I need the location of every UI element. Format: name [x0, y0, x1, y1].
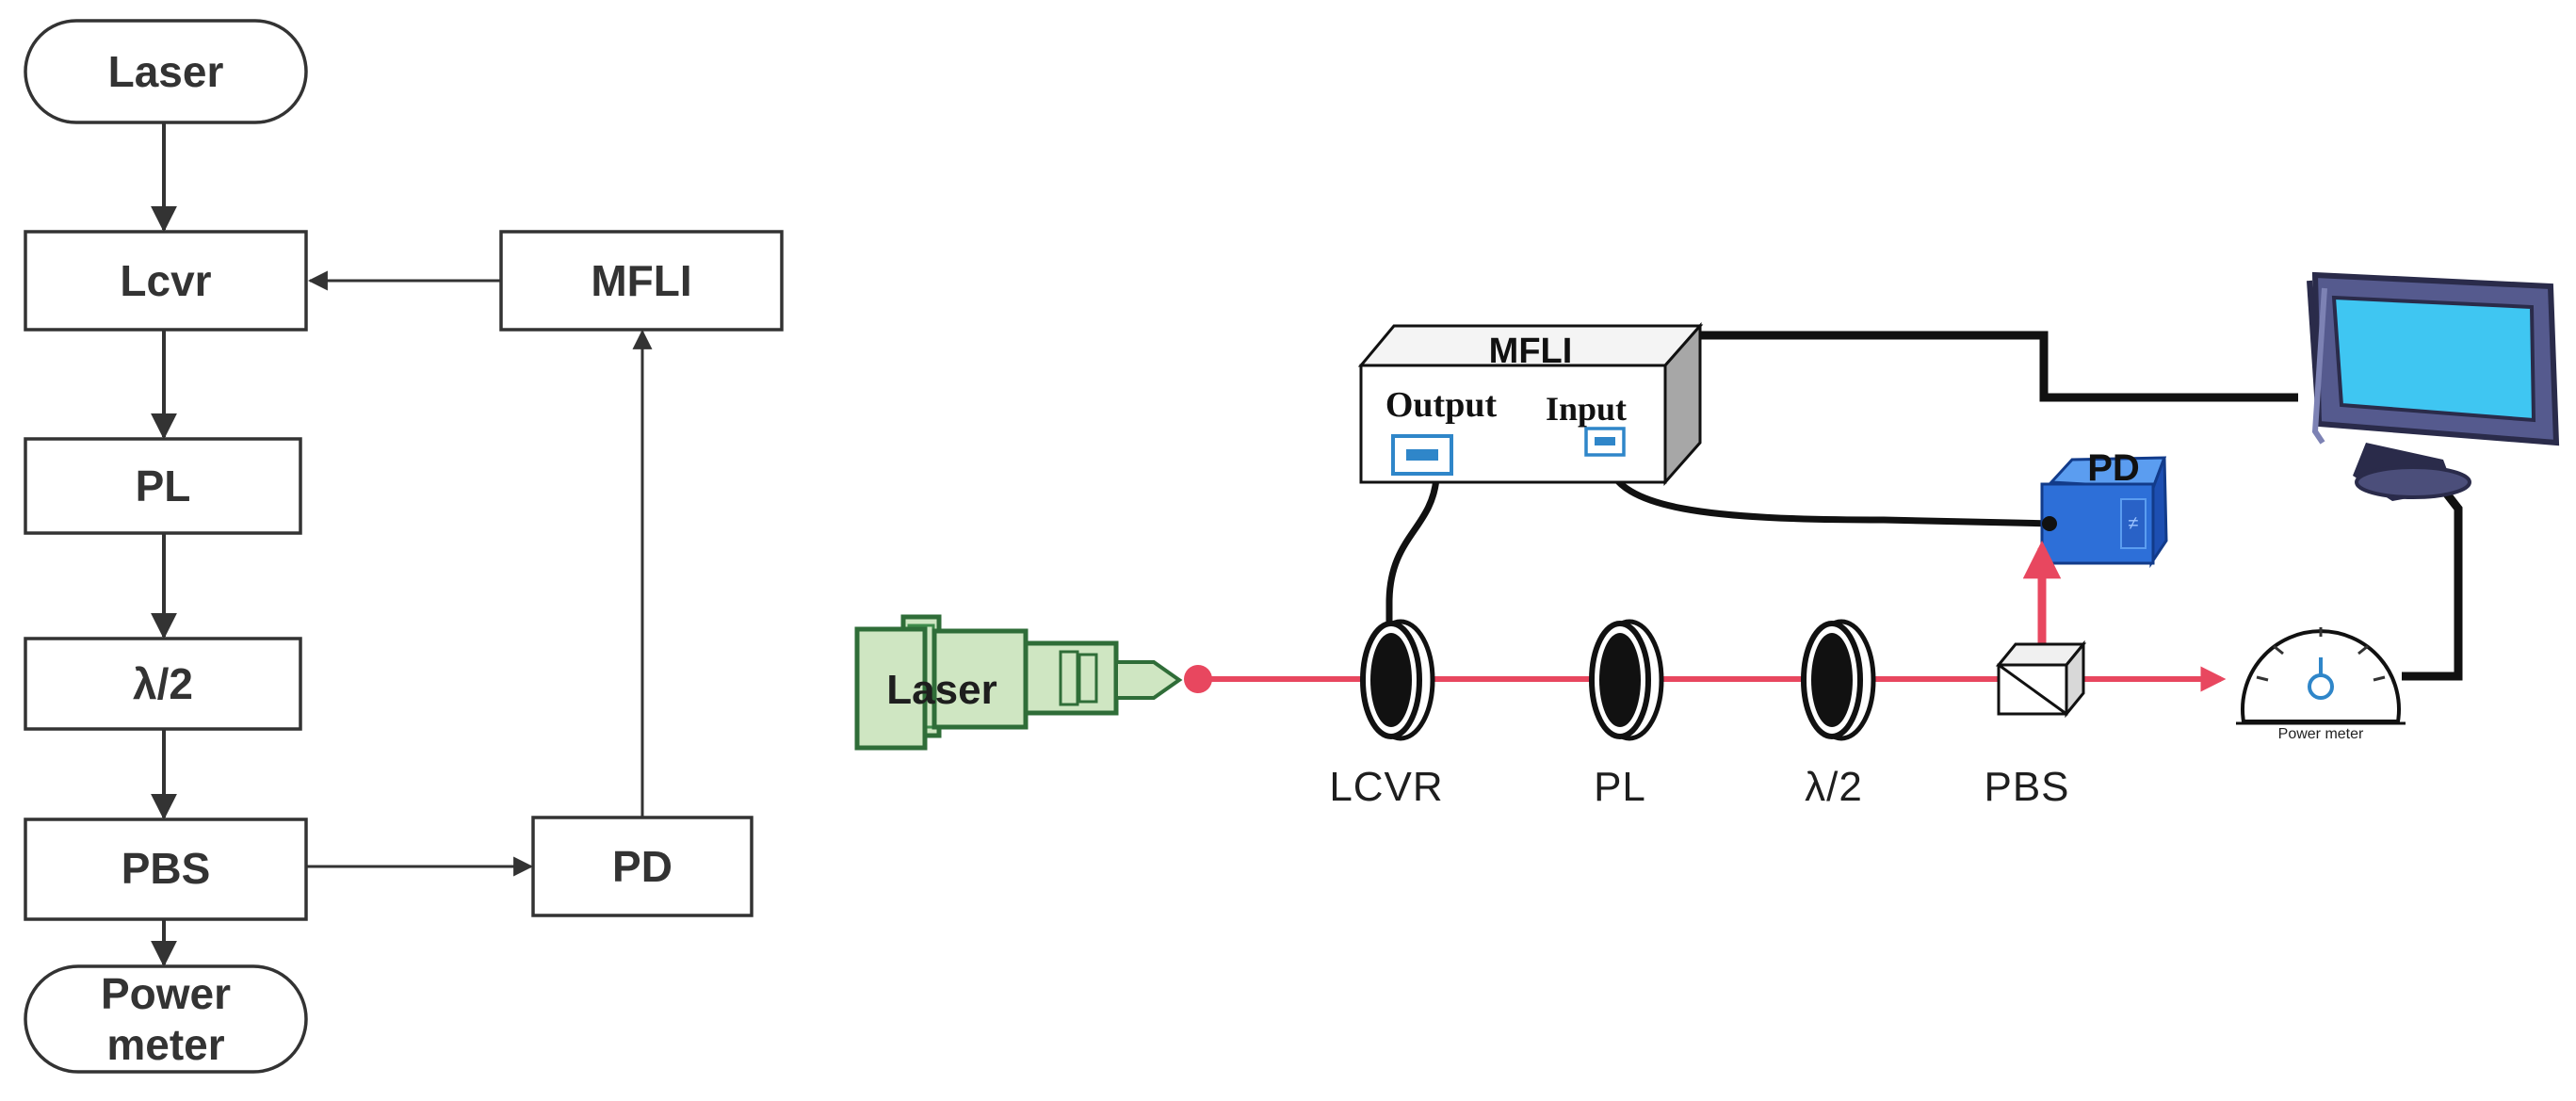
mfli-input-label: Input — [1546, 390, 1627, 428]
flow-node-half-wave — [24, 637, 302, 731]
component-label-pl: PL — [1594, 764, 1646, 810]
block-flowchart: Laser Lcvr PL λ/2 PBS Power meter MFLI P… — [24, 19, 784, 1074]
cable-output-lcvr — [1385, 478, 1440, 622]
cable-mfli-computer — [1691, 331, 2298, 402]
pbs-cube-icon — [1995, 640, 2087, 719]
flow-node-lcvr — [24, 230, 308, 332]
beam-source-dot — [1184, 665, 1212, 693]
laser-source-icon: Laser — [854, 614, 1183, 751]
photodetector-icon: ≠ PD — [2040, 447, 2168, 569]
mfli-instrument: MFLI Output Input — [1357, 322, 1704, 486]
component-label-pbs: PBS — [1984, 764, 2069, 810]
flow-node-laser-label: Laser — [108, 47, 224, 96]
flow-node-pbs-label: PBS — [122, 844, 211, 893]
half-wave-plate-icon — [1801, 619, 1876, 741]
cable-power-meter-computer — [2402, 489, 2463, 681]
input-port-icon — [1584, 427, 1626, 457]
flow-node-mfli-label: MFLI — [591, 256, 691, 305]
laser-source-label: Laser — [886, 667, 996, 713]
polarizer-optic-icon — [1589, 619, 1664, 741]
flow-node-half-wave-label: λ/2 — [133, 659, 193, 708]
component-label-half-wave: λ/2 — [1805, 764, 1863, 810]
component-label-lcvr: LCVR — [1329, 764, 1443, 810]
flow-node-power-meter-label-1: Power — [101, 969, 231, 1018]
power-meter-caption: Power meter — [2278, 726, 2364, 742]
flow-node-pd — [531, 816, 753, 917]
power-meter-icon: Power meter — [2236, 627, 2406, 742]
computer-monitor-icon — [2307, 271, 2560, 501]
pd-label: PD — [2087, 447, 2140, 489]
flow-node-power-meter-label-2: meter — [106, 1020, 224, 1069]
mfli-title: MFLI — [1489, 332, 1573, 371]
mfli-output-label: Output — [1385, 385, 1498, 425]
output-port-icon — [1391, 434, 1453, 476]
flow-node-lcvr-label: Lcvr — [120, 256, 211, 305]
flow-node-pd-label: PD — [612, 842, 672, 891]
optical-setup: MFLI Output Input — [854, 271, 2560, 810]
svg-text:≠: ≠ — [2129, 513, 2139, 534]
lcvr-optic-icon — [1360, 619, 1435, 741]
flow-node-mfli — [499, 230, 784, 332]
flow-node-pl-label: PL — [136, 461, 191, 510]
